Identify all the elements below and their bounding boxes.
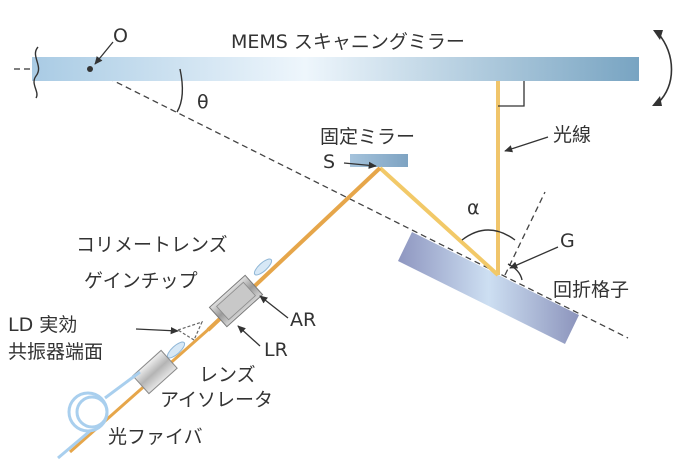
fiber-label: 光ファイバ bbox=[108, 426, 203, 448]
mems-mirror bbox=[32, 57, 639, 81]
g-point-label: G bbox=[560, 230, 575, 252]
alpha-angle-arc bbox=[461, 229, 516, 241]
lens-label: レンズ bbox=[199, 364, 256, 386]
theta-label: θ bbox=[197, 91, 209, 113]
ld-resonator-face bbox=[176, 321, 204, 341]
gain-chip-label: ゲインチップ bbox=[84, 270, 198, 292]
collimator-lens bbox=[253, 258, 273, 276]
gain-chip bbox=[208, 274, 264, 328]
mems-mirror-label: MEMS スキャニングミラー bbox=[231, 31, 465, 53]
right-angle-mark bbox=[498, 81, 525, 107]
lr-label-arrow bbox=[237, 325, 261, 347]
isolator bbox=[132, 349, 178, 395]
g-label-arrow bbox=[509, 246, 559, 269]
pivot-point bbox=[87, 66, 93, 72]
beam-fixed-to-grating bbox=[378, 166, 500, 277]
s-point-label: S bbox=[323, 151, 335, 173]
alpha-label: α bbox=[467, 197, 480, 219]
ld-resonator-label-line2: 共振器端面 bbox=[8, 341, 103, 363]
ar-label: AR bbox=[290, 309, 316, 331]
collimator-lens-label: コリメートレンズ bbox=[76, 234, 228, 256]
mirror-break-mark bbox=[33, 46, 40, 99]
ld-label-arrow bbox=[135, 327, 179, 335]
s-label-arrow bbox=[343, 161, 377, 169]
light-ray-label-arrow bbox=[504, 136, 549, 153]
grating-normal-dashed-line bbox=[504, 191, 546, 276]
fixed-mirror bbox=[350, 154, 408, 167]
isolator-label: アイソレータ bbox=[160, 389, 273, 411]
lr-label: LR bbox=[264, 339, 288, 361]
ld-resonator-label-line1: LD 実効 bbox=[8, 314, 77, 336]
fixed-mirror-label: 固定ミラー bbox=[320, 126, 415, 148]
light-ray-label: 光線 bbox=[553, 124, 591, 146]
pivot-label: O bbox=[113, 25, 128, 47]
grating-plane-dashed-line bbox=[89, 68, 629, 339]
rotation-arrow-icon bbox=[657, 32, 673, 104]
ar-label-arrow bbox=[259, 295, 289, 319]
grating-label: 回折格子 bbox=[553, 279, 629, 301]
diffraction-grating bbox=[398, 232, 579, 344]
pivot-label-arrow bbox=[94, 41, 114, 65]
optical-fiber-coil bbox=[57, 370, 141, 460]
theta-angle-arc bbox=[176, 68, 184, 113]
